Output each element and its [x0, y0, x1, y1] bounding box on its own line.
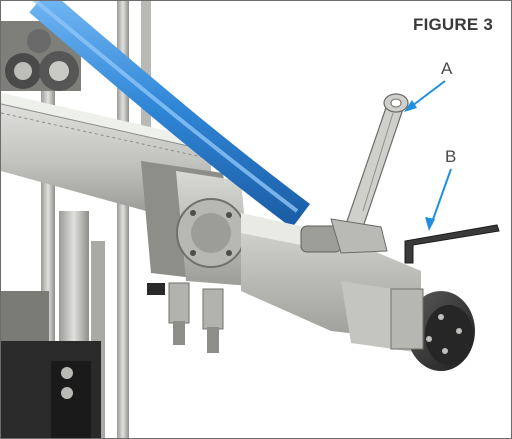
- adjustable-wrench: [331, 94, 408, 253]
- callout-label-b: B: [445, 147, 456, 167]
- callout-label-a: A: [441, 59, 452, 79]
- hex-key: [405, 225, 499, 263]
- figure-title: FIGURE 3: [413, 15, 493, 35]
- end-cap: [391, 289, 475, 371]
- air-fittings: [147, 283, 223, 353]
- callout-a-arrow: [404, 81, 445, 112]
- callout-b-arrow: [425, 169, 451, 231]
